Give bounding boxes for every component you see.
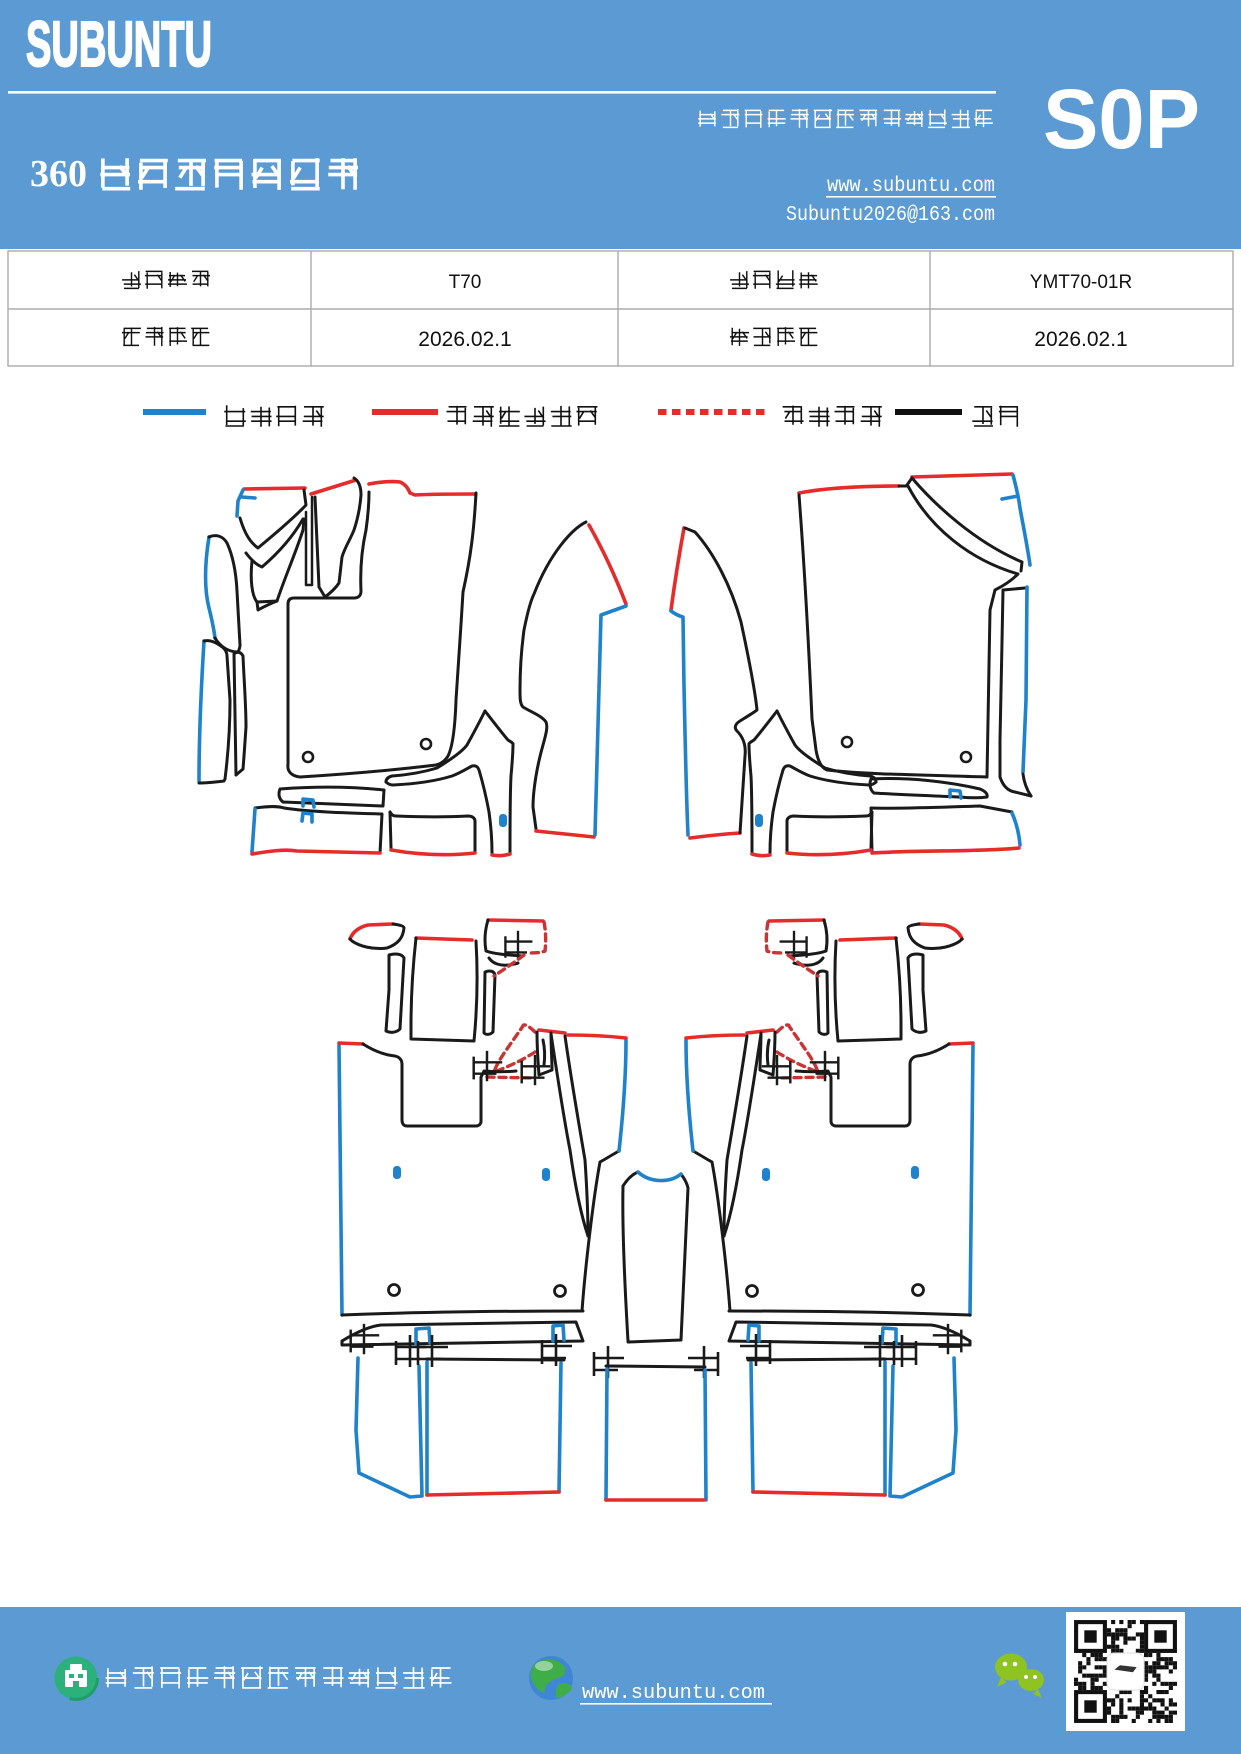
svg-text:2026.02.1: 2026.02.1 <box>418 328 511 351</box>
svg-text:Subuntu2026@163.com: Subuntu2026@163.com <box>786 204 995 227</box>
svg-text:T70: T70 <box>449 272 482 293</box>
svg-text:360: 360 <box>30 153 87 195</box>
svg-text:S0P: S0P <box>1043 72 1200 166</box>
svg-text:www.subuntu.com: www.subuntu.com <box>827 175 995 198</box>
svg-text:www.subuntu.com: www.subuntu.com <box>582 1682 765 1705</box>
svg-text:SUBUNTU: SUBUNTU <box>26 8 212 80</box>
svg-text:2026.02.1: 2026.02.1 <box>1034 328 1127 351</box>
svg-text:YMT70-01R: YMT70-01R <box>1030 272 1132 293</box>
